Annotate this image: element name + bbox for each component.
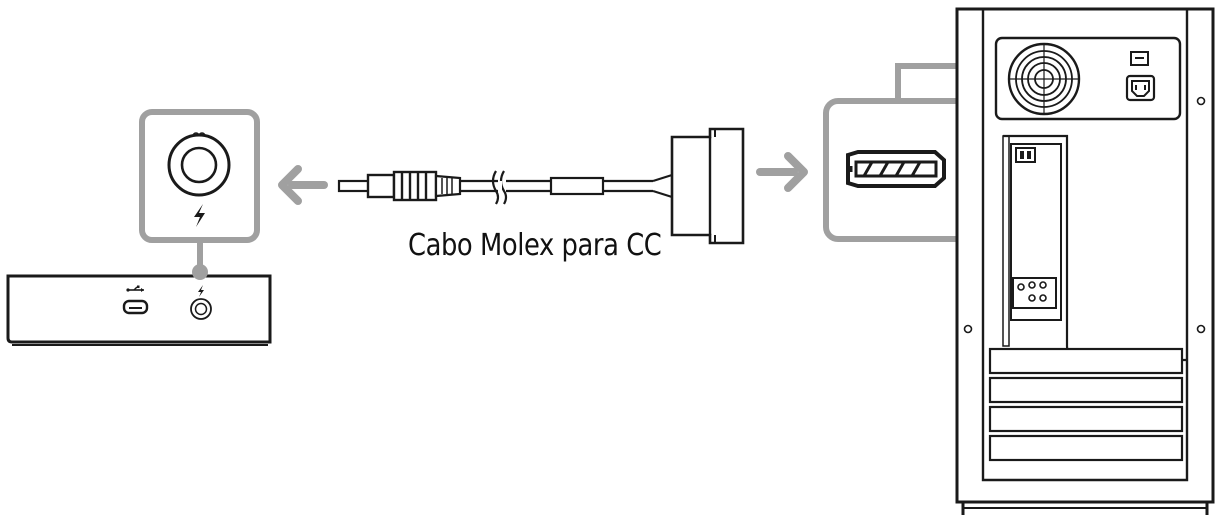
right-callout: [823, 57, 997, 242]
io-port-top: [1015, 147, 1036, 163]
dc-power-port: [190, 298, 212, 320]
molex-to-dc-cable: [337, 127, 745, 245]
psu-fan: [1007, 42, 1081, 116]
left-callout: [139, 109, 260, 280]
arrow-to-device: [278, 165, 328, 205]
lightning-icon-small: [198, 285, 204, 297]
lightning-icon: [194, 204, 205, 227]
micro-usb-port: [122, 299, 149, 315]
power-inlet: [1125, 74, 1156, 102]
usb-icon: [126, 285, 144, 292]
pc-tower: [955, 7, 1215, 515]
arrow-to-psu: [756, 152, 808, 192]
psu-switch: [1130, 51, 1149, 66]
cable-label: Cabo Molex para CC: [408, 228, 662, 263]
molex-socket-zoom: [846, 150, 946, 188]
dc-jack-zoom: [167, 132, 231, 197]
expansion-slots: [988, 347, 1184, 462]
audio-ports: [1012, 277, 1057, 309]
hub-device: [6, 274, 272, 346]
